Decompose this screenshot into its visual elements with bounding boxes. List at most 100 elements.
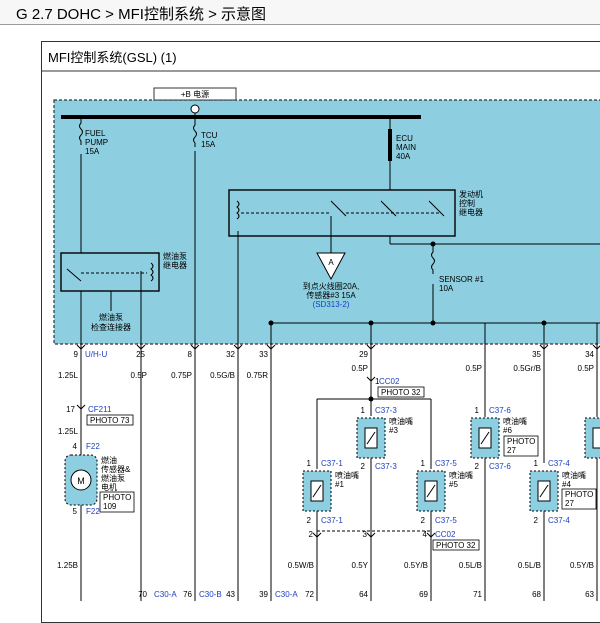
ignition-reference: A 到点火线圈20A, 传感器#3 15A (SD313-2) xyxy=(303,216,359,309)
wire-specs-bottom: 0.5W/B 0.5Y 0.5Y/B 0.5L/B 0.5L/B 0.5Y/B xyxy=(288,561,594,570)
bottom-connector[interactable]: C30-B xyxy=(199,590,222,599)
cc02-name[interactable]: CC02 xyxy=(379,377,400,386)
motor-wire: 1.25B xyxy=(57,561,78,570)
inj5-label-1: 喷油嘴 xyxy=(449,470,473,480)
junction-box xyxy=(53,99,600,345)
cf211-name[interactable]: CF211 xyxy=(88,405,112,414)
motor-symbol: M xyxy=(77,476,85,486)
inj6-label-1: 喷油嘴 xyxy=(503,416,527,426)
ignition-ref-link[interactable]: (SD313-2) xyxy=(313,300,350,309)
wire-spec: 0.5P xyxy=(131,371,147,380)
inj6-label-2: #6 xyxy=(503,426,512,435)
bottom-connector-row: 70 C30-A 76 C30-B 43 39 C30-A 72 64 69 7… xyxy=(138,590,594,599)
wire-spec: 0.5Y xyxy=(352,561,369,570)
fuse-tcu-label-1: TCU xyxy=(201,131,218,140)
wire-spec: 0.5Gr/B xyxy=(513,364,541,373)
wire-spec: 0.75R xyxy=(247,371,269,380)
injector-1: 1 C37-1 喷油嘴 #1 2 C37-1 xyxy=(302,459,359,601)
fuel-relay-label-1: 燃油泵 xyxy=(163,251,187,261)
bottom-pin: 69 xyxy=(419,590,428,599)
cc02-bottom-photo[interactable]: PHOTO 32 xyxy=(436,541,476,550)
motor-label-4: 电机 xyxy=(101,482,117,492)
inj6-pin-bottom: 2 xyxy=(475,462,480,471)
inj4-photo-1[interactable]: PHOTO xyxy=(565,490,593,499)
inj5-id-bottom[interactable]: C37-5 xyxy=(435,516,457,525)
fuel-relay-label-2: 继电器 xyxy=(163,260,187,270)
motor-photo-1[interactable]: PHOTO xyxy=(103,493,131,502)
top-pin: 33 xyxy=(259,350,268,359)
wire-spec: 0.5Y/B xyxy=(404,561,428,570)
cc02-pin: 1 xyxy=(375,377,380,386)
wire-specs-top: 1.25L 0.5P 0.75P 0.5G/B 0.75R 0.5P 0.5P … xyxy=(58,364,594,380)
inj6-id-top[interactable]: C37-6 xyxy=(489,406,511,415)
cc02-photo[interactable]: PHOTO 32 xyxy=(381,388,421,397)
top-circuit-label: U/H-U xyxy=(85,350,107,359)
bottom-pin: 43 xyxy=(226,590,235,599)
inj4-pin-bottom: 2 xyxy=(534,516,539,525)
fuse-ecu-label-1: ECU xyxy=(396,134,413,143)
fuse-tcu: TCU 15A xyxy=(193,117,218,149)
inj5-pin-bottom: 2 xyxy=(421,516,426,525)
inj1-label-1: 喷油嘴 xyxy=(335,470,359,480)
top-pin: 32 xyxy=(226,350,235,359)
fuse-ecu-main: ECU MAIN 40A xyxy=(388,117,416,161)
bottom-pin: 72 xyxy=(305,590,314,599)
top-pin: 9 xyxy=(74,350,79,359)
wire-spec: 0.75P xyxy=(171,371,192,380)
injector-6: 1 C37-6 喷油嘴 #6 PHOTO 27 2 C37-6 xyxy=(470,406,539,601)
bottom-pin: 70 xyxy=(138,590,147,599)
injector-2-partial xyxy=(584,417,600,601)
inj3-id-top[interactable]: C37-3 xyxy=(375,406,397,415)
motor-label-3: 燃油泵 xyxy=(101,473,125,483)
inj6-id-bottom[interactable]: C37-6 xyxy=(489,462,511,471)
top-pin: 25 xyxy=(136,350,145,359)
power-source-label: +B 电源 xyxy=(181,89,209,99)
check-connector-label-1: 燃油泵 xyxy=(99,312,123,322)
bottom-pin: 63 xyxy=(585,590,594,599)
cf211-wire: 1.25L xyxy=(58,427,79,436)
fuse-tcu-label-2: 15A xyxy=(201,140,216,149)
bottom-pin: 39 xyxy=(259,590,268,599)
motor-connector-bottom[interactable]: F22 xyxy=(86,507,100,516)
inj6-pin-top: 1 xyxy=(475,406,480,415)
inj6-photo-1[interactable]: PHOTO xyxy=(507,437,535,446)
top-pin: 34 xyxy=(585,350,594,359)
inj6-photo-2[interactable]: 27 xyxy=(507,446,516,455)
fuse-ecu-label-3: 40A xyxy=(396,152,411,161)
bottom-pin: 68 xyxy=(532,590,541,599)
cc02-bottom: 2 3 4 CC02 PHOTO 32 xyxy=(309,530,480,551)
cf211-photo[interactable]: PHOTO 73 xyxy=(90,416,130,425)
motor-label-2: 传感器& xyxy=(101,464,131,474)
fuel-pump-relay: 燃油泵 继电器 燃油泵 检查连接器 xyxy=(60,154,187,332)
wire-spec: 0.5Y/B xyxy=(570,561,594,570)
inj4-id-top[interactable]: C37-4 xyxy=(548,459,570,468)
bottom-connector[interactable]: C30-A xyxy=(275,590,298,599)
inj5-id-top[interactable]: C37-5 xyxy=(435,459,457,468)
wire-spec: 0.5L/B xyxy=(459,561,482,570)
motor-pin-bottom: 5 xyxy=(73,507,78,516)
inj3-pin-top: 1 xyxy=(361,406,366,415)
cc02-bottom-name[interactable]: CC02 xyxy=(435,530,456,539)
fuse-fuel-pump-label-2: PUMP xyxy=(85,138,108,147)
fuse-ecu-label-2: MAIN xyxy=(396,143,416,152)
inj5-pin-top: 1 xyxy=(421,459,426,468)
breadcrumb-text: G 2.7 DOHC > MFI控制系统 > 示意图 xyxy=(16,6,267,23)
bottom-connector[interactable]: C30-A xyxy=(154,590,177,599)
cc02-bottom-pin-3: 3 xyxy=(363,530,368,539)
top-pin: 8 xyxy=(188,350,193,359)
motor-photo-2[interactable]: 109 xyxy=(103,502,117,511)
inj3-id-bottom[interactable]: C37-3 xyxy=(375,462,397,471)
fuse-fuel-pump-label-3: 15A xyxy=(85,147,100,156)
diagram-frame: MFI控制系统(GSL) (1) +B 电源 FUEL PUMP 15A TCU… xyxy=(41,41,600,623)
inj1-pin-top: 1 xyxy=(307,459,312,468)
inj1-id-top[interactable]: C37-1 xyxy=(321,459,343,468)
wire-spec: 1.25L xyxy=(58,371,79,380)
motor-connector-top[interactable]: F22 xyxy=(86,442,100,451)
wiring-diagram: MFI控制系统(GSL) (1) +B 电源 FUEL PUMP 15A TCU… xyxy=(42,50,600,601)
injector-5: 1 C37-5 喷油嘴 #5 2 C37-5 xyxy=(416,459,473,601)
inj4-label-1: 喷油嘴 xyxy=(562,470,586,480)
inj4-photo-2[interactable]: 27 xyxy=(565,499,574,508)
inj4-id-bottom[interactable]: C37-4 xyxy=(548,516,570,525)
connector-cf211: 17 CF211 PHOTO 73 1.25L xyxy=(58,404,134,436)
inj1-id-bottom[interactable]: C37-1 xyxy=(321,516,343,525)
